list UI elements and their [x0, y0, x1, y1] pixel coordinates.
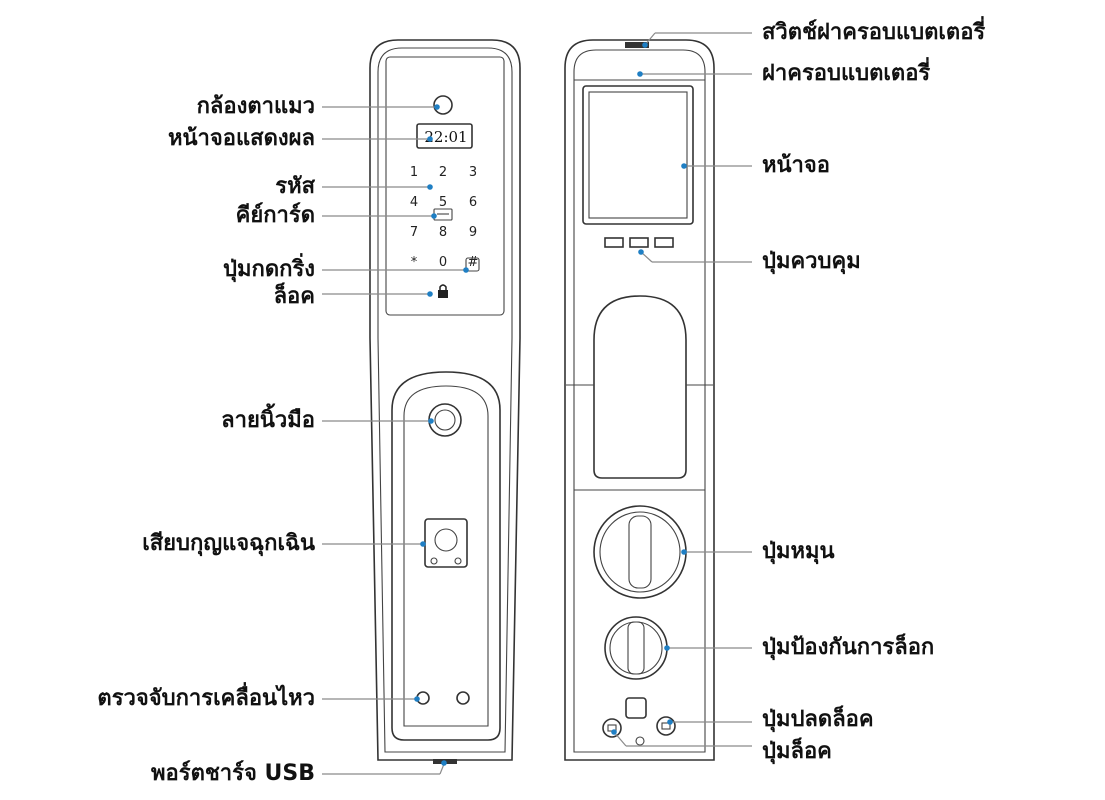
keypad-key[interactable]: #: [468, 255, 479, 270]
anti-lock-button[interactable]: [604, 616, 668, 680]
control-button-right[interactable]: [654, 237, 674, 248]
label-emergency-key: เสียบกุญแจฉุกเฉิน: [142, 531, 315, 556]
lock-icon[interactable]: [438, 284, 448, 298]
clock-display-text: 22:01: [424, 128, 467, 146]
battery-cover-switch[interactable]: [625, 42, 649, 48]
keypad-key[interactable]: 6: [469, 195, 477, 210]
keypad: 1 2 3 4 5 6 7 8 9 * 0 #: [410, 165, 479, 270]
motion-sensor: [456, 691, 470, 705]
label-keycard: คีย์การ์ด: [235, 203, 315, 228]
label-anti-lock-button: ปุ่มป้องกันการล็อก: [762, 635, 935, 660]
label-usb-port: พอร์ตชาร์จ USB: [151, 761, 315, 786]
label-lock-button: ปุ่มล็อค: [762, 739, 832, 764]
bell-icon[interactable]: [465, 257, 480, 272]
keypad-key[interactable]: 3: [469, 165, 477, 180]
label-battery-cover: ฝาครอบแบตเตอรี่: [762, 61, 931, 86]
keypad-key[interactable]: 1: [410, 165, 418, 180]
back-panel: [564, 39, 715, 761]
unlock-button[interactable]: [656, 716, 676, 736]
label-fingerprint: ลายนิ้วมือ: [221, 408, 315, 433]
label-battery-switch: สวิตช์ฝาครอบแบตเตอรี่: [762, 20, 986, 45]
front-panel: 22:01 1 2 3 4 5 6 7 8 9 * 0 #: [369, 39, 521, 764]
back-leaders: [611, 32, 752, 747]
keypad-key[interactable]: 4: [410, 195, 418, 210]
keypad-key[interactable]: 8: [439, 225, 447, 240]
lock-button[interactable]: [602, 718, 622, 738]
control-button-middle[interactable]: [629, 237, 649, 248]
lock-open-icon: [661, 722, 671, 730]
key-hole-icon: [434, 528, 458, 552]
label-peephole: กล้องตาแมว: [196, 94, 315, 119]
label-display: หน้าจอแสดงผล: [167, 126, 315, 151]
label-motion-sensor: ตรวจจับการเคลื่อนไหว: [97, 686, 315, 711]
label-knob: ปุ่มหมุน: [762, 539, 835, 564]
front-handle[interactable]: [391, 371, 501, 741]
label-lock: ล็อค: [273, 284, 315, 309]
keypad-key[interactable]: *: [411, 255, 418, 270]
keypad-key[interactable]: 2: [439, 165, 447, 180]
label-control-buttons: ปุ่มควบคุม: [762, 249, 861, 274]
keypad-key[interactable]: 7: [410, 225, 418, 240]
fingerprint-sensor[interactable]: [428, 403, 462, 437]
clock-display: [416, 123, 473, 149]
front-leaders: [322, 104, 469, 775]
keypad-key[interactable]: 0: [439, 255, 447, 270]
thumb-turn-knob[interactable]: [593, 505, 687, 599]
label-screen: หน้าจอ: [762, 153, 830, 178]
screen: [582, 85, 694, 225]
status-indicator: [625, 697, 647, 719]
label-doorbell: ปุ่มกดกริ่ง: [223, 257, 315, 282]
label-passcode: รหัส: [275, 174, 315, 199]
control-button-left[interactable]: [604, 237, 624, 248]
fingerprint-icon: [434, 409, 456, 431]
keypad-key[interactable]: 5: [439, 195, 447, 210]
back-handle[interactable]: [593, 295, 687, 479]
label-unlock-button: ปุ่มปลดล็อค: [762, 707, 874, 732]
keypad-key[interactable]: 9: [469, 225, 477, 240]
peephole-icon: [433, 95, 453, 115]
